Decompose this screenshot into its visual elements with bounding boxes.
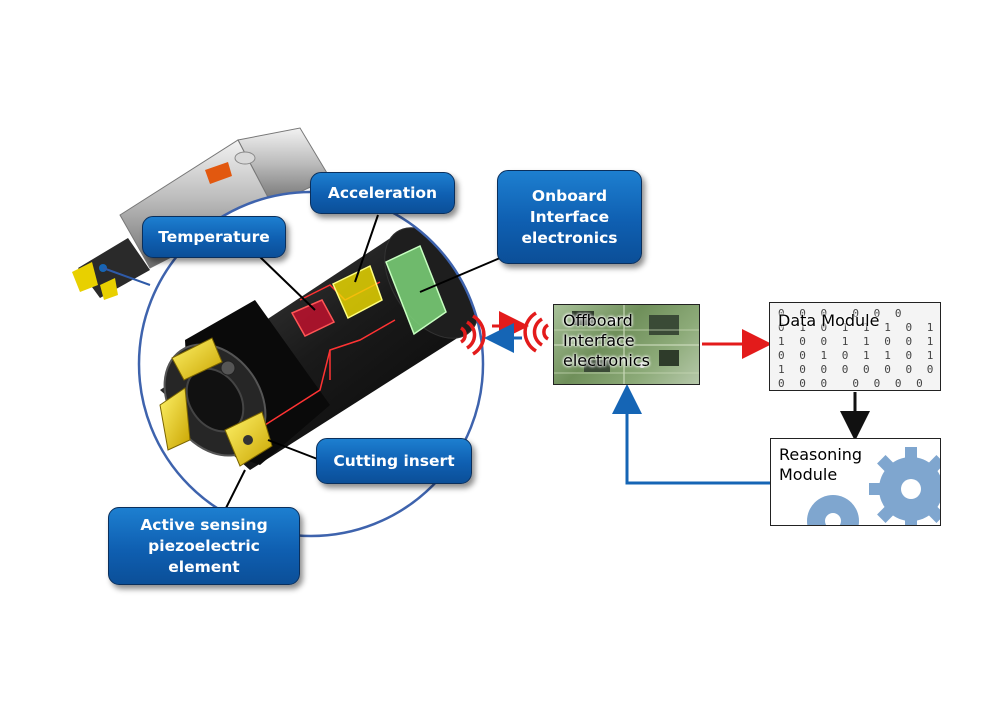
data-module: 0 0 0 0 0 0 0 1 0 1 1 1 0 1 1 0 0 1 1 0 … <box>769 302 941 391</box>
wireless-signal-icon <box>459 314 486 356</box>
binary-data-texture: 0 0 0 0 0 0 0 1 0 1 1 1 0 1 1 0 0 1 1 0 … <box>778 307 938 390</box>
active-sensing-callout: Active sensing piezoelectric element <box>108 507 300 585</box>
temperature-callout: Temperature <box>142 216 286 258</box>
acceleration-callout: Acceleration <box>310 172 455 214</box>
reasoning-module: Reasoning Module <box>770 438 941 526</box>
magnifier-connector <box>102 267 151 286</box>
gear-icon <box>807 447 940 525</box>
reasoning-module-label: Reasoning Module <box>779 445 863 484</box>
wireless-signal-icon <box>523 311 550 353</box>
arrow-reasoning-to-offboard <box>612 384 770 485</box>
offboard-module-label: Offboard Interface electronics <box>563 311 650 370</box>
data-module-label: Data Module <box>778 311 880 330</box>
circuit-board-image <box>554 305 699 384</box>
onboard-electronics-callout: Onboard Interface electronics <box>497 170 642 264</box>
offboard-interface-module: Offboard Interface electronics <box>553 304 700 385</box>
cutting-insert-callout: Cutting insert <box>316 438 472 484</box>
